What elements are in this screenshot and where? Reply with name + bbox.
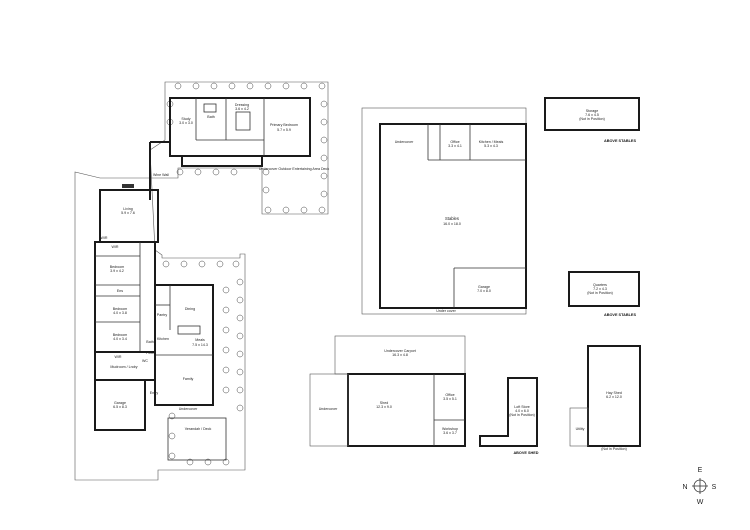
wir2-label: WIR <box>115 355 122 359</box>
primary-bedroom-dim: 5.7 x 5.9 <box>277 128 291 132</box>
bedroom1-label: Bedroom <box>110 265 125 269</box>
loft-dim: 4.0 x 6.0 <box>515 409 529 413</box>
stables-label: Stables <box>445 216 459 221</box>
robe-label: WIR <box>112 245 119 249</box>
stables-garage-dim: 7.0 x 8.0 <box>477 289 491 293</box>
quarters-dim: 7.2 x 4.3 <box>593 287 607 291</box>
stables-office-label: Office <box>450 140 459 144</box>
stables-office-dim: 3.3 x 4.1 <box>448 144 462 148</box>
workshop-label: Workshop <box>442 427 458 431</box>
storage-dim: 7.6 x 4.5 <box>585 113 599 117</box>
loft-caption: ABOVE SHED <box>513 451 538 455</box>
shed-undercover-label: Undercover <box>319 407 338 411</box>
verandah-label: Verandah / Deck <box>185 427 212 431</box>
laundry-label: Mudroom / Lndry <box>110 365 137 369</box>
shed-dim: 12.3 x 9.0 <box>376 405 392 409</box>
storage-caption: ABOVE STABLES <box>604 139 636 143</box>
stables-kitchen-label: Kitchen / Meals <box>479 140 504 144</box>
deck-label: Undercover Outdoor Entertaining Area Dec… <box>259 167 330 171</box>
bath2-label: Bath <box>146 340 153 344</box>
stables-block: Undercover Office 3.3 x 4.1 Kitchen / Me… <box>361 107 527 315</box>
study-dim: 3.0 x 3.0 <box>179 121 193 125</box>
bedroom3-dim: 4.0 x 3.4 <box>113 337 127 341</box>
fireplace-icon <box>122 184 134 188</box>
wine-wall-label: Wine Wall <box>153 173 169 177</box>
compass-e: E <box>698 467 703 474</box>
pantry-label: Pantry <box>157 313 168 317</box>
storage-block: Storage 7.6 x 4.5 (Not in Position) ABOV… <box>544 97 640 143</box>
quarters-block: Quarters 7.2 x 4.3 (Not in Position) ABO… <box>568 271 640 317</box>
stables-garage-label: Garage <box>478 285 490 289</box>
quarters-caption: ABOVE STABLES <box>604 313 636 317</box>
hay-shed-dim: 6.2 x 12.0 <box>606 395 622 399</box>
bedroom3-label: Bedroom <box>113 333 128 337</box>
main-house: Study 3.0 x 3.0 Bath Dressing 3.6 x 4.2 … <box>74 81 330 481</box>
undercover-label: Undercover <box>179 407 198 411</box>
stables-undercover-label: Undercover <box>395 140 414 144</box>
bath-label: Bath <box>207 115 214 119</box>
stables-dim: 16.0 x 18.0 <box>443 222 461 226</box>
compass-n: N <box>682 484 687 491</box>
loft-label: Loft Store <box>514 405 530 409</box>
shed-office-dim: 3.5 x 5.1 <box>443 397 457 401</box>
bedroom1-dim: 3.9 x 4.2 <box>110 269 124 273</box>
compass-icon: E N S W <box>682 467 716 506</box>
shed-block: Undercover Carport 16.3 x 4.8 Undercover… <box>309 335 466 447</box>
dressing-label: Dressing <box>235 103 249 107</box>
shed-office-label: Office <box>445 393 454 397</box>
storage-label: Storage <box>586 109 599 113</box>
garage-dim: 6.5 x 8.3 <box>113 405 127 409</box>
study-label: Study <box>181 117 190 121</box>
stables-under-cover-label: Under cover <box>436 309 456 313</box>
loft-block: Loft Store 4.0 x 6.0 (Not in Position) A… <box>479 377 539 455</box>
dining-label: Dining <box>185 307 195 311</box>
hay-shed-note: (Not in Position) <box>601 447 627 451</box>
storage-note: (Not in Position) <box>579 117 605 121</box>
hay-shed-block: Hay Shed 6.2 x 12.0 Utility (Not in Posi… <box>569 345 641 451</box>
carport-label: Undercover Carport <box>384 349 416 353</box>
dressing-dim: 3.6 x 4.2 <box>235 107 249 111</box>
bedroom2-dim: 4.0 x 3.8 <box>113 311 127 315</box>
loft-note: (Not in Position) <box>509 413 535 417</box>
meals-label: Meals <box>195 338 205 342</box>
living-dim: 5.9 x 7.6 <box>121 211 135 215</box>
stables-kitchen-dim: 5.3 x 4.3 <box>484 144 498 148</box>
utility-label: Utility <box>576 427 585 431</box>
garage-label: Garage <box>114 401 126 405</box>
ens-label: Ens <box>117 289 123 293</box>
bedroom2-label: Bedroom <box>113 307 128 311</box>
carport-dim: 16.3 x 4.8 <box>392 353 408 357</box>
family-label: Family <box>183 377 194 381</box>
landscape-trees <box>162 82 328 466</box>
hay-shed-label: Hay Shed <box>606 391 622 395</box>
living-label: Living <box>123 207 132 211</box>
quarters-label: Quarters <box>593 283 607 287</box>
kitchen-dim: 7.5 x 14.3 <box>192 343 208 347</box>
wir-label: WIR <box>101 236 108 240</box>
workshop-dim: 3.6 x 3.7 <box>443 431 457 435</box>
quarters-note: (Not in Position) <box>587 291 613 295</box>
wc-label: WC <box>142 359 148 363</box>
compass-s: S <box>712 484 717 491</box>
compass-w: W <box>697 499 704 506</box>
primary-bedroom-label: Primary Bedroom <box>270 123 298 127</box>
kitchen-label: Kitchen <box>157 337 169 341</box>
entry-label: Entry <box>150 391 159 395</box>
shed-label: Shed <box>380 401 388 405</box>
